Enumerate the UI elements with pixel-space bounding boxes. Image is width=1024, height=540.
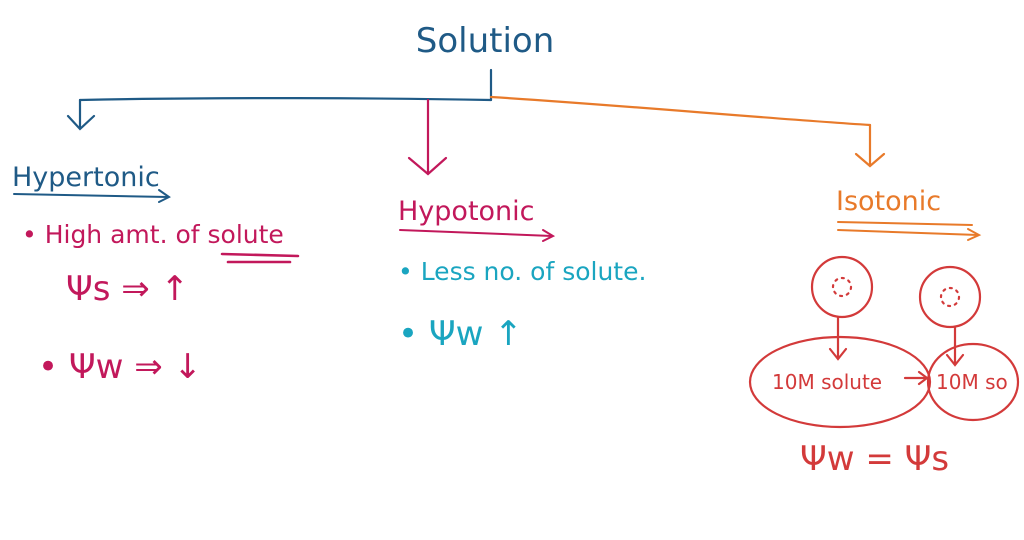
root-label: Solution xyxy=(416,21,555,61)
solution-oval-right xyxy=(926,342,1020,422)
hypertonic-underline xyxy=(13,189,171,203)
hypotonic-title: Hypotonic xyxy=(398,196,535,227)
hypotonic-solute-line: • Less no. of solute. xyxy=(398,257,646,286)
isotonic-box-right-label: 10M so xyxy=(936,370,1008,394)
middle-connector xyxy=(407,98,448,176)
hypotonic-underline xyxy=(399,229,556,242)
isotonic-underline xyxy=(837,221,982,241)
hypotonic-psi-row: • Ψw ↑ xyxy=(398,314,523,354)
psi-s-row: Ψs ⇒ ↑ xyxy=(66,269,189,309)
isotonic-box-left-label: 10M solute xyxy=(772,370,882,394)
hypertonic-title: Hypertonic xyxy=(12,162,160,193)
left-connector xyxy=(66,68,493,131)
solution-oval-left xyxy=(748,335,932,429)
solute-circle-right xyxy=(918,265,982,329)
hypertonic-solute-line: • High amt. of solute xyxy=(22,220,284,249)
isotonic-sketch xyxy=(748,255,1020,429)
right-connector xyxy=(489,95,886,168)
solute-underline xyxy=(220,252,300,264)
isotonic-equation: Ψw = Ψs xyxy=(800,439,949,479)
psi-w-row: • Ψw ⇒ ↓ xyxy=(38,347,202,387)
isotonic-title: Isotonic xyxy=(836,186,941,217)
solute-circle-left xyxy=(810,255,874,319)
